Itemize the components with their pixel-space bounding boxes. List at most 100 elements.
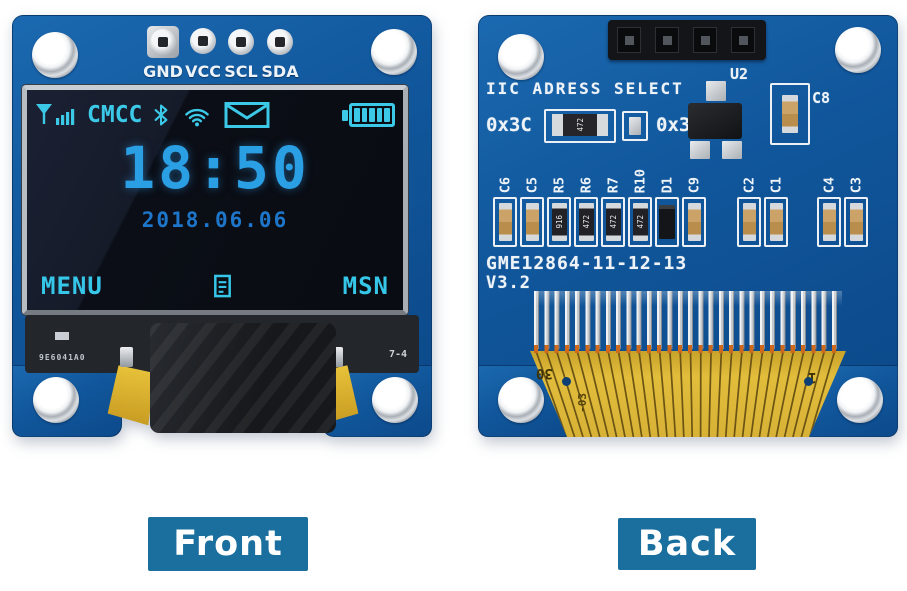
capacitor-body bbox=[525, 203, 539, 241]
capacitor-body bbox=[687, 203, 701, 241]
back-caption: Back bbox=[618, 518, 756, 570]
softkey-menu: MENU bbox=[41, 272, 103, 300]
component-pads bbox=[764, 197, 788, 247]
component-slot: C1 bbox=[763, 141, 790, 251]
solder-pin-sda bbox=[267, 29, 293, 55]
header-pin bbox=[655, 27, 679, 53]
component-slot: R6 472 bbox=[573, 141, 600, 251]
flex-hole bbox=[804, 377, 813, 386]
component-slot: C9 bbox=[681, 141, 708, 251]
screw-hole bbox=[371, 29, 417, 75]
component-slot: R5 916 bbox=[546, 141, 573, 251]
clock-date: 2018.06.06 bbox=[141, 208, 289, 232]
component-label: C1 bbox=[767, 176, 784, 193]
solder-pin-scl bbox=[228, 29, 254, 55]
component-label: C2 bbox=[740, 176, 757, 193]
bluetooth-icon bbox=[154, 104, 168, 126]
pin-label-sda: SDA bbox=[261, 62, 299, 81]
component-pads: 916 bbox=[547, 197, 571, 247]
screw-hole bbox=[372, 377, 418, 423]
component-label: C6 bbox=[496, 176, 513, 193]
header-pin bbox=[693, 27, 717, 53]
screw-hole bbox=[835, 27, 881, 73]
model-number: GME12864-11-12-13 bbox=[486, 253, 688, 274]
signal-antenna-icon bbox=[36, 104, 75, 125]
panel-serial: 9E6041A0 bbox=[39, 353, 86, 362]
component-pads bbox=[817, 197, 841, 247]
flex-cable-fan bbox=[530, 351, 846, 437]
screw-hole bbox=[498, 377, 544, 423]
component-pads bbox=[493, 197, 517, 247]
capacitor-body bbox=[769, 203, 783, 241]
addr-spare-pad-bracket bbox=[622, 111, 648, 141]
screw-hole bbox=[837, 377, 883, 423]
component-pads bbox=[844, 197, 868, 247]
resistor-body: 472 bbox=[632, 203, 648, 241]
battery-icon bbox=[342, 103, 395, 127]
spare-pad bbox=[629, 117, 641, 135]
folded-ribbon-cable bbox=[150, 323, 336, 433]
mail-icon bbox=[224, 102, 270, 128]
diode-body bbox=[659, 205, 675, 239]
component-slot: R10 472 bbox=[627, 141, 654, 251]
component-slot: C6 bbox=[492, 141, 519, 251]
component-slot: C5 bbox=[519, 141, 546, 251]
screw-hole bbox=[33, 377, 79, 423]
back-caption-text: Back bbox=[637, 524, 737, 564]
component-pads bbox=[520, 197, 544, 247]
component-label: C9 bbox=[685, 176, 702, 193]
battery-nub bbox=[342, 109, 348, 121]
solder-pin-gnd bbox=[150, 29, 176, 55]
addr-resistor-bracket: 472 bbox=[544, 109, 616, 143]
component-label: D1 bbox=[658, 176, 675, 193]
resistor-value: 472 bbox=[608, 215, 618, 229]
component-label: R10 bbox=[631, 168, 648, 193]
flex-pin30-label: 30 bbox=[536, 365, 553, 381]
u2-pad-bottom-right bbox=[722, 141, 742, 159]
pin-label-gnd: GND bbox=[143, 62, 183, 81]
component-label: R7 bbox=[604, 176, 621, 193]
addr-0x3c-label: 0x3C bbox=[486, 114, 532, 136]
component-pads: 472 bbox=[628, 197, 652, 247]
softkey-row: MENU MSN bbox=[41, 272, 389, 300]
component-label: C5 bbox=[523, 176, 540, 193]
carrier-name: CMCC bbox=[87, 102, 143, 128]
u2-sot23-body bbox=[688, 103, 742, 139]
component-slot: C4 bbox=[816, 141, 843, 251]
version-number: V3.2 bbox=[486, 273, 531, 293]
screw-hole bbox=[498, 34, 544, 80]
resistor-body: 472 bbox=[578, 203, 594, 241]
c8-bracket bbox=[770, 83, 810, 145]
oled-module-front: GND VCC SCL SDA CMCC bbox=[12, 15, 432, 437]
component-slot: C3 bbox=[843, 141, 870, 251]
flex-hole bbox=[562, 377, 571, 386]
panel-mark bbox=[55, 332, 69, 340]
resistor-body: 916 bbox=[551, 203, 567, 241]
component-pads bbox=[682, 197, 706, 247]
c8-capacitor bbox=[782, 95, 798, 133]
screw-hole bbox=[32, 32, 78, 78]
front-caption: Front bbox=[148, 517, 308, 571]
resistor-body: 472 bbox=[605, 203, 621, 241]
wifi-icon bbox=[185, 108, 210, 127]
component-slot: R7 472 bbox=[600, 141, 627, 251]
header-pin bbox=[731, 27, 755, 53]
component-label: R6 bbox=[577, 176, 594, 193]
component-label: R5 bbox=[550, 176, 567, 193]
component-slot: D1 bbox=[654, 141, 681, 251]
addr-select-resistor: 472 bbox=[552, 114, 608, 136]
component-label: C3 bbox=[847, 176, 864, 193]
solder-pin-vcc bbox=[190, 28, 216, 54]
ribbon-clip-left bbox=[120, 347, 133, 367]
u2-pad-bottom-left bbox=[690, 141, 710, 159]
component-pads: 472 bbox=[574, 197, 598, 247]
resistor-value: 472 bbox=[575, 118, 585, 132]
component-slot: C2 bbox=[736, 141, 763, 251]
resistor-value: 472 bbox=[581, 215, 591, 229]
battery-body bbox=[349, 103, 395, 127]
pin-header-connector bbox=[608, 20, 766, 60]
oled-module-back: IIC ADRESS SELECT 0x3C 472 0x3D U2 C8 C6… bbox=[478, 15, 898, 437]
status-bar: CMCC bbox=[35, 100, 395, 130]
u2-pad-top bbox=[706, 81, 726, 101]
